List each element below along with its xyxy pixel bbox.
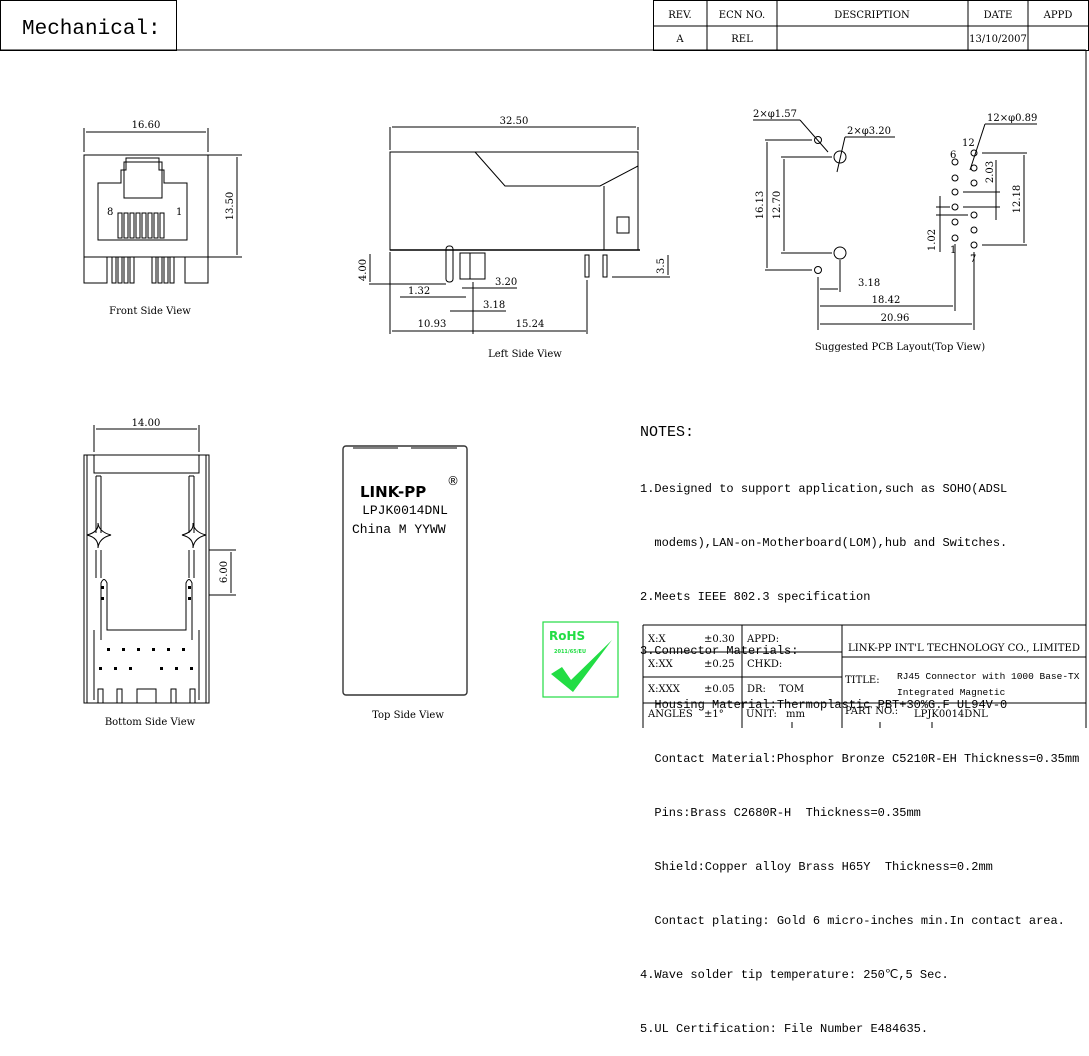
note-line: modems),LAN-on-Motherboard(LOM),hub and … — [640, 536, 1008, 550]
pcb-1218-dim: 12.18 — [1012, 185, 1023, 214]
pcb-1613-dim: 16.13 — [755, 191, 766, 220]
notes-heading: NOTES: — [640, 424, 695, 441]
registered-mark: ® — [447, 474, 459, 488]
pcb-102-dim: 1.02 — [927, 229, 938, 251]
pcb-layout: 2×φ1.57 2×φ3.20 12×φ0.89 12 6 1 7 16.13 … — [753, 109, 1037, 353]
note-line: 4.Wave solder tip temperature: 250℃,5 Se… — [640, 968, 949, 982]
pin-8-label: 8 — [107, 207, 113, 218]
title-line-1: RJ45 Connector with 1000 Base-TX — [897, 671, 1080, 682]
note-line: Contact plating: Gold 6 micro-inches min… — [640, 914, 1065, 928]
appd-header: APPD — [1043, 10, 1073, 21]
left-1524-dim: 15.24 — [516, 319, 545, 330]
left-132-dim: 1.32 — [408, 286, 430, 297]
note-line: 1.Designed to support application,such a… — [640, 482, 1008, 496]
pcb-1842-dim: 18.42 — [872, 295, 901, 306]
pcb-pin-12: 12 — [962, 138, 975, 149]
tol-xx-label: X:X — [648, 634, 666, 645]
note-line: Pins:Brass C2680R-H Thickness=0.35mm — [640, 806, 921, 820]
pcb-318-dim: 3.18 — [858, 278, 880, 289]
bottom-side-view: 14.00 6.00 Bottom Side View — [83, 418, 236, 728]
ecn-header: ECN NO. — [719, 10, 765, 21]
left-side-view: 32.50 4.00 3.5 1.32 3.20 3.18 10.93 15.2… — [358, 116, 670, 360]
tol-xxx-label: X:XX — [648, 659, 674, 670]
top-brand-logo: LINK-PP — [360, 483, 426, 501]
left-1093-dim: 10.93 — [418, 319, 447, 330]
pcb-203-dim: 2.03 — [985, 161, 996, 183]
left-view-label: Left Side View — [488, 349, 562, 360]
left-35-dim: 3.5 — [656, 258, 667, 274]
company-name: LINK-PP INT'L TECHNOLOGY CO., LIMITED — [848, 643, 1080, 654]
date-value: 13/10/2007 — [969, 34, 1027, 45]
front-height-dim: 13.50 — [225, 192, 236, 221]
tol-angles-label: ANGLES — [647, 709, 693, 720]
drawing-sheet: Mechanical: REV. ECN NO. DESCRIPTION DAT… — [0, 0, 1089, 728]
pcb-pin-1: 1 — [950, 245, 956, 256]
top-part-number: LPJK0014DNL — [362, 503, 448, 518]
pcb-pin-6: 6 — [950, 150, 956, 161]
tol-angles-value: ±1° — [704, 709, 724, 720]
dr-value: TOM — [779, 684, 804, 695]
left-400-dim: 4.00 — [358, 259, 369, 281]
left-318-dim: 3.18 — [483, 300, 505, 311]
pcb-2096-dim: 20.96 — [881, 313, 910, 324]
part-no-value: LPJK0014DNL — [914, 709, 988, 720]
revision-table: REV. ECN NO. DESCRIPTION DATE APPD A REL… — [653, 0, 1089, 51]
bottom-600-dim: 6.00 — [219, 561, 230, 583]
rev-value: A — [675, 34, 684, 45]
rohs-text: RoHS — [549, 629, 585, 643]
front-side-view: 8 1 16.60 13.50 Front Side View — [83, 120, 242, 317]
pcb-pin-7: 7 — [970, 254, 976, 265]
tol-xxxx-label: X:XXX — [648, 684, 681, 695]
title-block: X:X ±0.30 X:XX ±0.25 X:XXX ±0.05 ANGLES … — [642, 624, 1086, 728]
check-icon — [551, 640, 612, 692]
note-line: Shield:Copper alloy Brass H65Y Thickness… — [640, 860, 993, 874]
unit-value: mm — [786, 709, 805, 720]
note-line: Contact Material:Phosphor Bronze C5210R-… — [640, 752, 1080, 766]
rohs-logo: RoHS 2011/65/EU — [542, 621, 619, 698]
unit-label: UNIT: — [746, 709, 777, 720]
pcb-hole-a-callout: 2×φ1.57 — [753, 109, 797, 120]
rev-header: REV. — [668, 10, 691, 21]
top-marking: China M YYWW — [352, 522, 446, 537]
description-header: DESCRIPTION — [834, 10, 910, 21]
tol-xx-value: ±0.30 — [704, 634, 735, 645]
note-line: 2.Meets IEEE 802.3 specification — [640, 590, 871, 604]
bottom-width-dim: 14.00 — [132, 418, 161, 429]
pcb-hole-c-callout: 12×φ0.89 — [987, 113, 1037, 124]
rohs-directive: 2011/65/EU — [554, 649, 586, 655]
tol-xxx-value: ±0.25 — [704, 659, 735, 670]
tol-xxxx-value: ±0.05 — [704, 684, 735, 695]
title-line-2: Integrated Magnetic — [897, 687, 1006, 698]
part-no-label: PART NO.: — [845, 706, 898, 717]
header-box: Mechanical: — [0, 0, 177, 51]
pcb-layout-label: Suggested PCB Layout(Top View) — [815, 342, 985, 353]
ecn-value: REL — [731, 34, 753, 45]
pcb-1270-dim: 12.70 — [772, 191, 783, 220]
top-view-label: Top Side View — [372, 710, 444, 721]
left-length-dim: 32.50 — [500, 116, 529, 127]
header-title: Mechanical: — [22, 18, 161, 41]
left-320-dim: 3.20 — [495, 277, 517, 288]
note-line: 3.Connector Materials: — [640, 644, 799, 658]
notes-section: NOTES: 1.Designed to support application… — [640, 386, 1086, 1056]
front-view-label: Front Side View — [109, 306, 191, 317]
date-header: DATE — [984, 10, 1013, 21]
top-side-view: LINK-PP ® LPJK0014DNL China M YYWW Top S… — [342, 445, 468, 721]
pcb-hole-b-callout: 2×φ3.20 — [847, 126, 891, 137]
title-label: TITLE: — [845, 675, 880, 686]
dr-label: DR: — [747, 684, 766, 695]
appd-label: APPD: — [746, 634, 779, 645]
front-width-dim: 16.60 — [132, 120, 161, 131]
note-line: Housing Material:Thermoplastic PBT+30%G.… — [640, 698, 1008, 712]
pin-1-label: 1 — [176, 207, 182, 218]
note-line: 5.UL Certification: File Number E484635. — [640, 1022, 929, 1036]
bottom-view-label: Bottom Side View — [105, 717, 196, 728]
chkd-label: CHKD: — [747, 659, 782, 670]
